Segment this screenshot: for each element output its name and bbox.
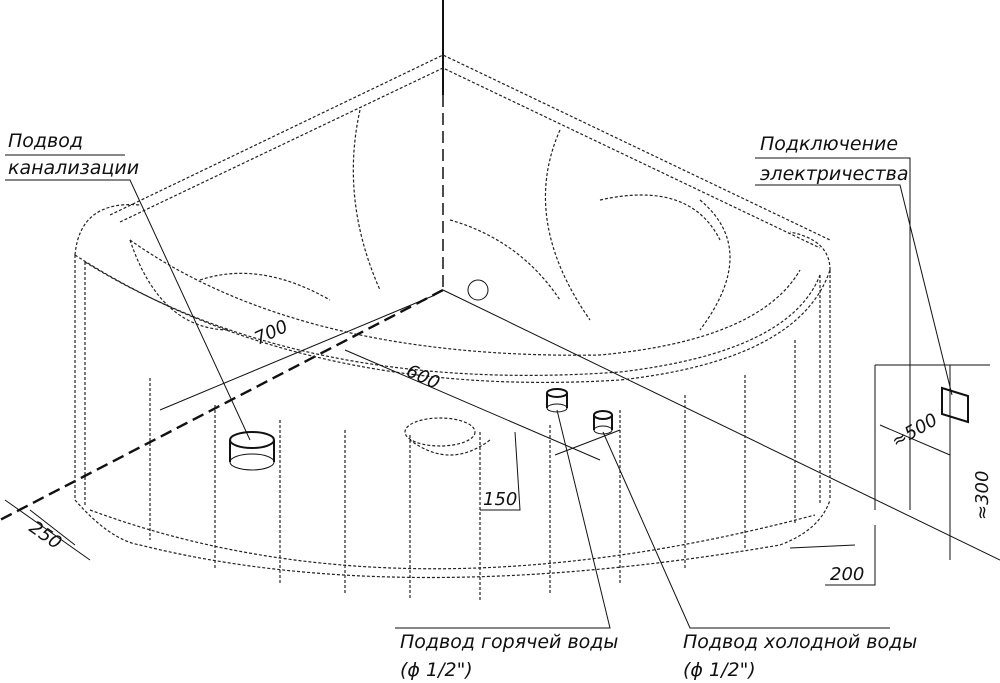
dimension-500: ≈500 bbox=[888, 409, 941, 452]
dimension-200: 200 bbox=[830, 564, 864, 585]
dimension-300: ≈300 bbox=[972, 471, 993, 520]
hot-water-label-line1: Подвод горячей воды bbox=[400, 631, 618, 653]
cold-water-label-line1: Подвод холодной воды bbox=[683, 631, 917, 653]
sewer-drain-pipe bbox=[229, 431, 275, 471]
jet-nozzle bbox=[467, 279, 489, 301]
leader-lines bbox=[4, 154, 990, 629]
cold-water-label-line2: (ϕ 1/2") bbox=[683, 659, 756, 681]
hot-water-label-line2: (ϕ 1/2") bbox=[400, 659, 473, 681]
dimension-250: 250 bbox=[25, 517, 65, 554]
hot-water-pipe bbox=[546, 388, 568, 413]
bathtub-outline bbox=[74, 54, 831, 600]
dimension-600: 600 bbox=[403, 360, 443, 394]
sewer-label-line1: Подвод bbox=[8, 130, 83, 152]
electrical-box bbox=[941, 386, 969, 424]
electric-label-line2: электричества bbox=[760, 163, 908, 185]
dimension-150: 150 bbox=[483, 489, 517, 510]
right-wall-line bbox=[442, 289, 1000, 561]
cold-water-pipe bbox=[593, 410, 613, 435]
left-wall-line bbox=[0, 288, 444, 522]
sewer-label-line2: канализации bbox=[8, 157, 139, 179]
electric-label-line1: Подключение bbox=[760, 133, 898, 155]
